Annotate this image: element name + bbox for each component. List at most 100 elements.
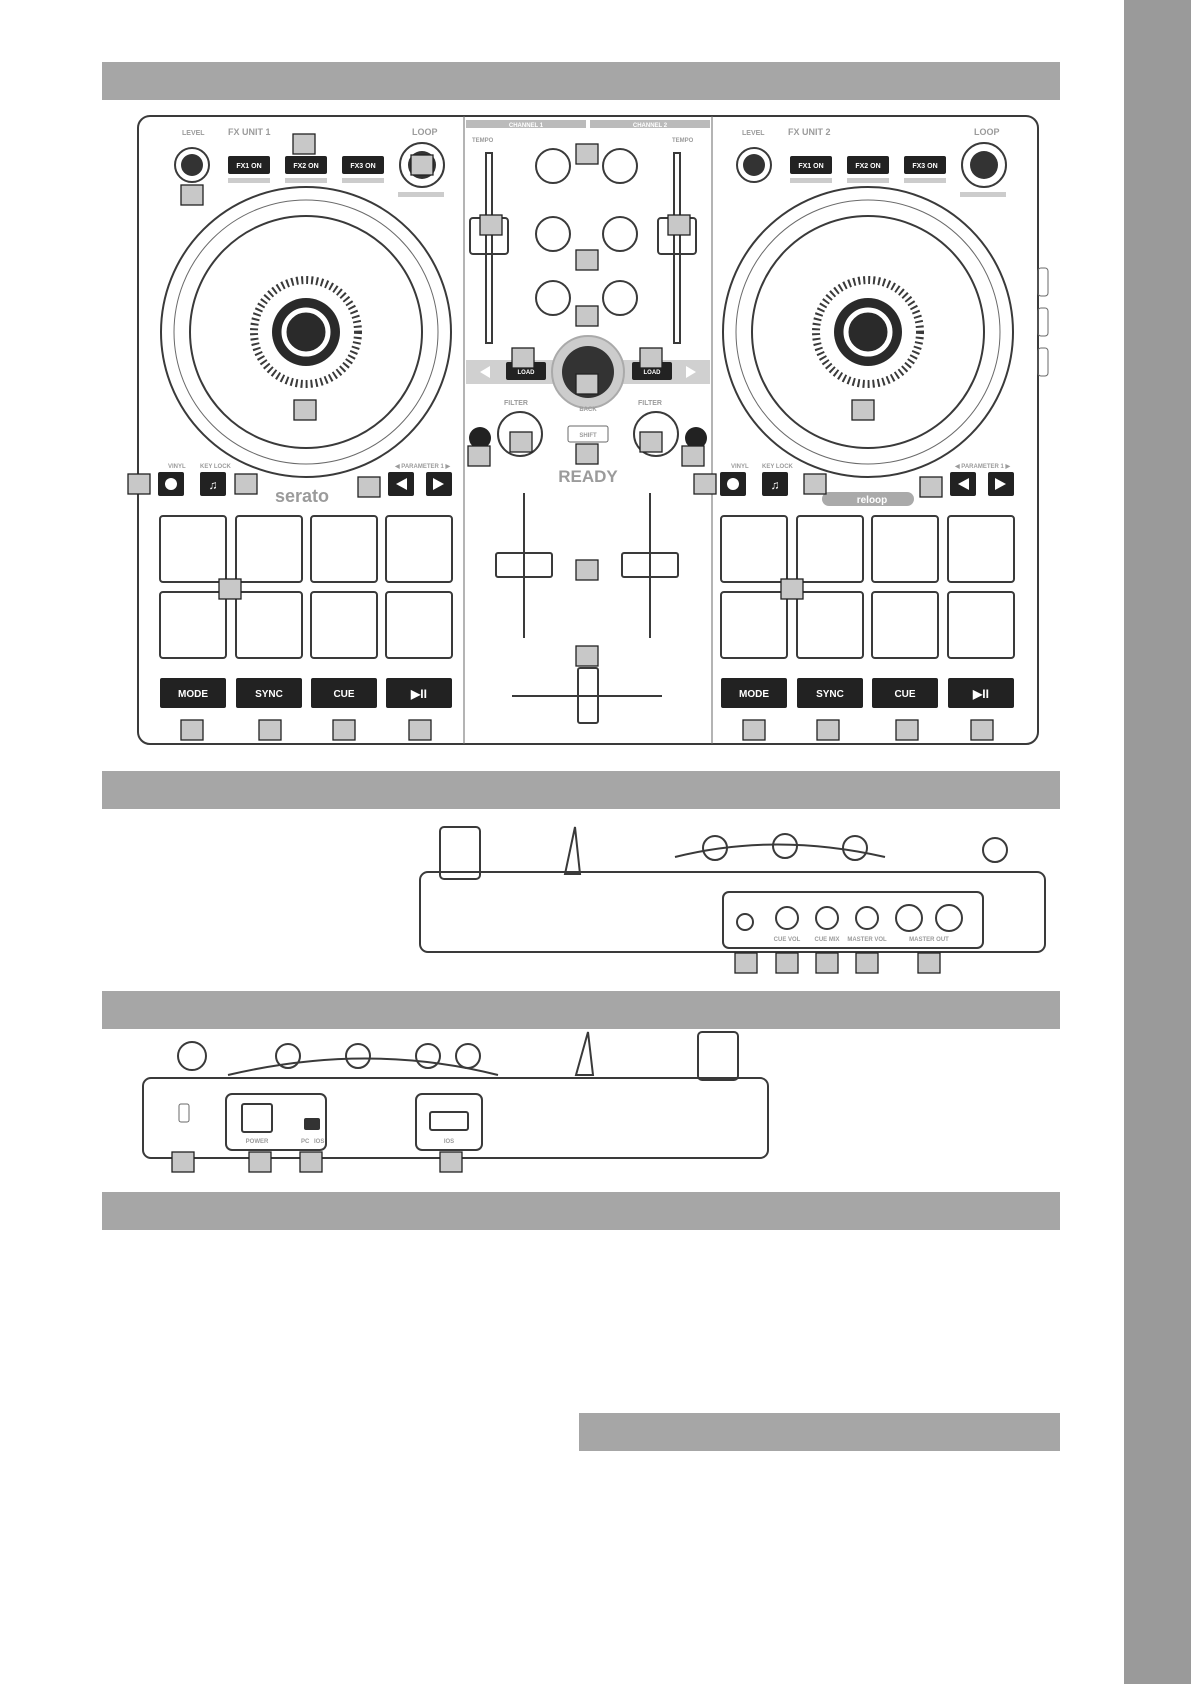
loop-encoder[interactable] bbox=[399, 142, 445, 188]
right-jog-wheel[interactable] bbox=[722, 186, 1014, 478]
fx2-on-button-2[interactable]: FX2 ON bbox=[847, 156, 889, 174]
channel-fader-right[interactable] bbox=[621, 552, 679, 578]
tempo-fader-right[interactable] bbox=[673, 152, 681, 344]
pad-2[interactable] bbox=[235, 515, 303, 583]
ready-label: READY bbox=[558, 467, 618, 486]
sync-button[interactable]: SYNC bbox=[236, 678, 302, 708]
fx-unit-2-label: FX UNIT 2 bbox=[788, 127, 831, 137]
callout-markers bbox=[127, 133, 994, 741]
section-bar-rear-view bbox=[102, 991, 1060, 1029]
fx3-on-button[interactable]: FX3 ON bbox=[342, 156, 384, 174]
rear-ios-panel bbox=[415, 1093, 483, 1151]
svg-text:▶II: ▶II bbox=[410, 687, 427, 701]
shift-button[interactable] bbox=[567, 425, 609, 443]
ios-usb-port[interactable] bbox=[429, 1111, 469, 1131]
master-out-right-jack[interactable] bbox=[935, 904, 963, 932]
cue-vol-knob[interactable] bbox=[775, 906, 799, 930]
key-lock-button[interactable] bbox=[200, 472, 226, 496]
key-lock-label: KEY LOCK bbox=[200, 464, 232, 470]
eq-low-left-knob[interactable] bbox=[535, 280, 571, 316]
loop-encoder-2[interactable] bbox=[961, 142, 1007, 188]
eq-mid-right-knob[interactable] bbox=[602, 216, 638, 252]
pad-5-right[interactable] bbox=[720, 591, 788, 659]
controller-front-view-diagram: CUE VOL CUE MIX MASTER VOL MASTER OUT bbox=[419, 826, 1046, 974]
fx1-on-button-2[interactable]: FX1 ON bbox=[790, 156, 832, 174]
key-lock-label-2: KEY LOCK bbox=[762, 464, 794, 470]
svg-text:SHIFT: SHIFT bbox=[579, 433, 597, 439]
svg-text:FX3 ON: FX3 ON bbox=[912, 163, 937, 170]
front-connection-panel bbox=[722, 891, 984, 949]
pad-6[interactable] bbox=[235, 591, 303, 659]
eq-low-right-knob[interactable] bbox=[602, 280, 638, 316]
cue-left-button[interactable] bbox=[469, 427, 491, 449]
parameter-1-label-2: ◀ PARAMETER 1 ▶ bbox=[954, 463, 1011, 470]
play-pause-button-2[interactable]: ▶II bbox=[948, 678, 1014, 708]
fx1-on-button[interactable]: FX1 ON bbox=[228, 156, 270, 174]
key-lock-button-2[interactable] bbox=[762, 472, 788, 496]
fx-level-knob-2[interactable] bbox=[736, 147, 772, 183]
filter-left-knob[interactable] bbox=[497, 411, 543, 457]
master-vol-label: MASTER VOL bbox=[847, 937, 887, 943]
eq-high-left-knob[interactable] bbox=[535, 148, 571, 184]
pad-2-right[interactable] bbox=[796, 515, 864, 583]
fx-unit-1-label: FX UNIT 1 bbox=[228, 127, 271, 137]
fx3-on-button-2[interactable]: FX3 ON bbox=[904, 156, 946, 174]
right-performance-pads bbox=[720, 515, 1015, 659]
parameter-1-label: ◀ PARAMETER 1 ▶ bbox=[394, 463, 451, 470]
channel-fader-left[interactable] bbox=[495, 552, 553, 578]
pad-6-right[interactable] bbox=[796, 591, 864, 659]
svg-text:♫: ♫ bbox=[209, 478, 218, 492]
play-pause-button[interactable]: ▶II bbox=[386, 678, 452, 708]
tempo-fader-left[interactable] bbox=[485, 152, 493, 344]
pad-8-right[interactable] bbox=[947, 591, 1015, 659]
pad-5[interactable] bbox=[159, 591, 227, 659]
master-out-left-jack[interactable] bbox=[895, 904, 923, 932]
headphone-jack[interactable] bbox=[736, 913, 754, 931]
svg-text:FX1 ON: FX1 ON bbox=[798, 163, 823, 170]
cue-mix-knob[interactable] bbox=[815, 906, 839, 930]
section-bar-sub-section bbox=[579, 1413, 1060, 1451]
eq-mid-left-knob[interactable] bbox=[535, 216, 571, 252]
pad-7-right[interactable] bbox=[871, 591, 939, 659]
crossfader[interactable] bbox=[577, 667, 599, 724]
svg-text:FX3 ON: FX3 ON bbox=[350, 163, 375, 170]
pc-label: PC bbox=[301, 1139, 310, 1145]
usb-power-port[interactable] bbox=[241, 1103, 273, 1133]
filter-right-knob[interactable] bbox=[633, 411, 679, 457]
eq-high-right-knob[interactable] bbox=[602, 148, 638, 184]
left-jog-wheel[interactable] bbox=[160, 186, 452, 478]
page-side-strip bbox=[1124, 0, 1191, 1684]
svg-text:LOAD: LOAD bbox=[644, 370, 662, 376]
master-vol-knob[interactable] bbox=[855, 906, 879, 930]
ios-label: IOS bbox=[444, 1139, 454, 1145]
pad-3-right[interactable] bbox=[871, 515, 939, 583]
master-out-label: MASTER OUT bbox=[909, 937, 949, 943]
cue-right-button[interactable] bbox=[685, 427, 707, 449]
svg-text:▶II: ▶II bbox=[972, 687, 989, 701]
cue-button-2[interactable]: CUE bbox=[872, 678, 938, 708]
tempo-right-label: TEMPO bbox=[672, 138, 694, 144]
pad-7[interactable] bbox=[310, 591, 378, 659]
fx-level-knob[interactable] bbox=[174, 147, 210, 183]
browse-encoder[interactable] bbox=[562, 346, 614, 398]
pad-1-right[interactable] bbox=[720, 515, 788, 583]
mode-button-2[interactable]: MODE bbox=[721, 678, 787, 708]
pad-3[interactable] bbox=[310, 515, 378, 583]
pad-8[interactable] bbox=[385, 591, 453, 659]
pad-1[interactable] bbox=[159, 515, 227, 583]
cue-button[interactable]: CUE bbox=[311, 678, 377, 708]
pc-ios-switch[interactable] bbox=[304, 1118, 320, 1130]
pad-4-right[interactable] bbox=[947, 515, 1015, 583]
mode-button[interactable]: MODE bbox=[160, 678, 226, 708]
cue-mix-label: CUE MIX bbox=[814, 937, 839, 943]
right-deck: LEVEL FX UNIT 2 FX1 ON FX2 ON FX3 ON LOO… bbox=[720, 127, 1015, 708]
ios-mode-label: IOS bbox=[314, 1139, 324, 1145]
pad-4[interactable] bbox=[385, 515, 453, 583]
level-label-2: LEVEL bbox=[742, 130, 765, 137]
level-label: LEVEL bbox=[182, 130, 205, 137]
loop-label: LOOP bbox=[412, 127, 438, 137]
fx2-on-button[interactable]: FX2 ON bbox=[285, 156, 327, 174]
controller-rear-view-diagram: POWER PC IOS IOS bbox=[142, 1031, 769, 1173]
kensington-lock-slot bbox=[178, 1103, 190, 1123]
sync-button-2[interactable]: SYNC bbox=[797, 678, 863, 708]
